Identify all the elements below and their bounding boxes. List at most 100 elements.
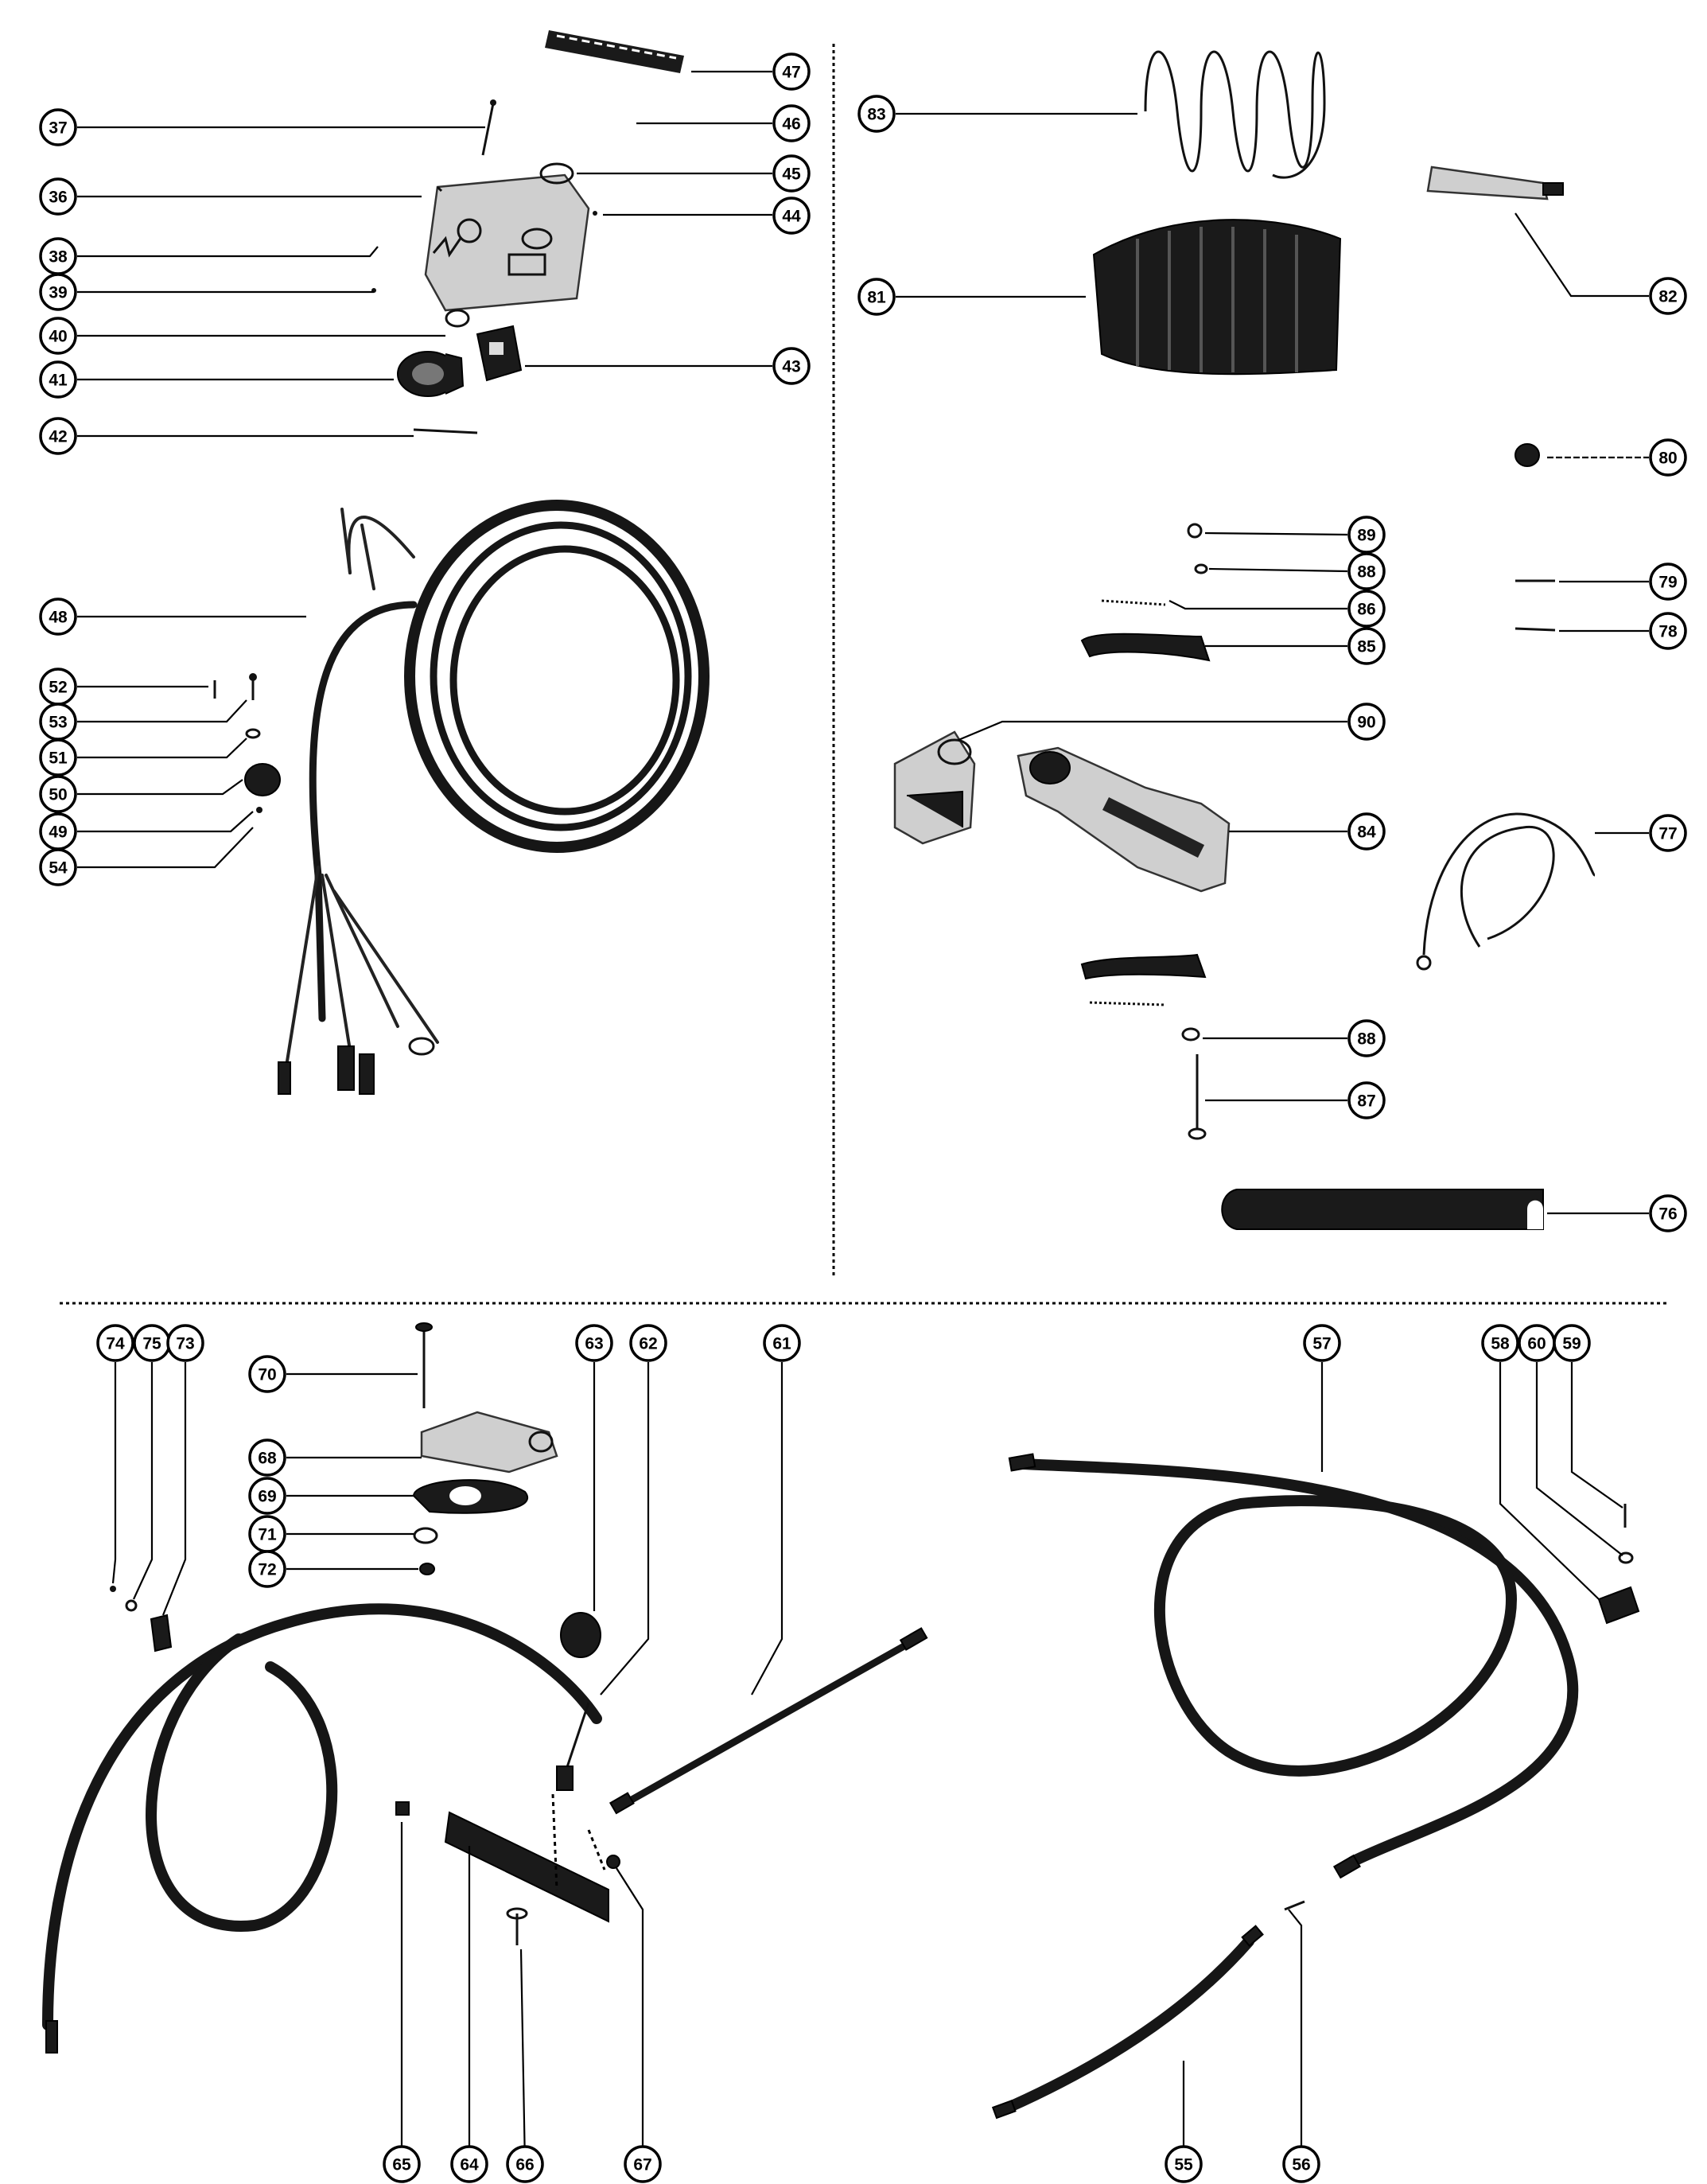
callout-circle bbox=[1481, 1324, 1519, 1362]
callout-circle bbox=[39, 273, 77, 311]
callout-label: 75 bbox=[142, 1335, 161, 1353]
callout-label: 46 bbox=[782, 115, 800, 134]
callout-circle bbox=[624, 2145, 662, 2183]
part-58-clamp bbox=[1597, 1586, 1640, 1625]
callout-circle bbox=[1649, 814, 1687, 852]
callout-48: 48 bbox=[39, 598, 77, 636]
callout-63: 63 bbox=[575, 1324, 613, 1362]
callout-41: 41 bbox=[39, 360, 77, 399]
callout-label: 73 bbox=[176, 1335, 194, 1353]
part-53-screw bbox=[249, 673, 257, 700]
part-56-fitting bbox=[1284, 1900, 1305, 1911]
callout-label: 55 bbox=[1174, 2156, 1193, 2174]
part-86-spring bbox=[1101, 599, 1166, 606]
callout-label: 54 bbox=[49, 859, 68, 878]
part-48-wiring-harness bbox=[278, 500, 710, 1095]
callout-61: 61 bbox=[763, 1324, 801, 1362]
callout-circle bbox=[450, 2145, 488, 2183]
callout-group: 4746374536443839404143424852535150495483… bbox=[39, 53, 1687, 2183]
part-37-screw bbox=[481, 99, 496, 156]
part-42-wire bbox=[413, 428, 478, 434]
callout-label: 36 bbox=[49, 189, 67, 207]
callout-circle bbox=[1649, 277, 1687, 315]
callout-label: 88 bbox=[1357, 563, 1376, 582]
callout-label: 67 bbox=[633, 2156, 651, 2174]
callout-label: 47 bbox=[782, 64, 800, 82]
part-64-block bbox=[444, 1811, 609, 1923]
callout-label: 85 bbox=[1357, 638, 1376, 656]
callout-51: 51 bbox=[39, 738, 77, 777]
callout-36: 36 bbox=[39, 177, 77, 216]
part-51-washer bbox=[245, 728, 261, 739]
callout-circle bbox=[629, 1324, 667, 1362]
callout-label: 68 bbox=[258, 1450, 277, 1468]
part-43-switch bbox=[476, 325, 523, 382]
callout-circle bbox=[1347, 812, 1386, 851]
callout-67: 67 bbox=[624, 2145, 662, 2183]
callout-89: 89 bbox=[1347, 516, 1386, 554]
callout-71: 71 bbox=[248, 1515, 286, 1553]
callout-75: 75 bbox=[133, 1324, 171, 1362]
part-81-bellows bbox=[1092, 219, 1342, 376]
part-74-75-73-small-parts bbox=[110, 1586, 173, 1653]
part-89-nut bbox=[1187, 523, 1203, 539]
callout-73: 73 bbox=[166, 1324, 204, 1362]
callout-circle bbox=[248, 1355, 286, 1393]
callout-label: 57 bbox=[1312, 1335, 1331, 1353]
callout-circle bbox=[1347, 627, 1386, 665]
callout-label: 56 bbox=[1292, 2156, 1310, 2174]
part-71-washer bbox=[413, 1527, 438, 1544]
part-85-lever bbox=[1080, 633, 1211, 662]
callout-circle bbox=[248, 1550, 286, 1588]
callout-label: 84 bbox=[1357, 823, 1376, 842]
callout-87: 87 bbox=[1347, 1081, 1386, 1119]
callout-circle bbox=[1347, 590, 1386, 628]
callout-80: 80 bbox=[1649, 438, 1687, 477]
callout-59: 59 bbox=[1553, 1324, 1591, 1362]
part-77-cable bbox=[1416, 812, 1596, 971]
callout-82: 82 bbox=[1649, 277, 1687, 315]
callout-label: 50 bbox=[49, 786, 67, 804]
part-36-panel bbox=[424, 173, 590, 312]
part-78-pin bbox=[1515, 627, 1556, 632]
part-68-bracket bbox=[420, 1411, 558, 1474]
callout-label: 70 bbox=[258, 1366, 276, 1384]
callout-circle bbox=[1649, 563, 1687, 601]
callout-label: 72 bbox=[258, 1561, 276, 1579]
callout-74: 74 bbox=[96, 1324, 134, 1362]
callout-label: 53 bbox=[49, 714, 67, 732]
callout-label: 78 bbox=[1658, 623, 1678, 641]
callout-66: 66 bbox=[506, 2145, 544, 2183]
part-65-nut bbox=[395, 1801, 410, 1816]
callout-label: 81 bbox=[867, 289, 886, 307]
callout-79: 79 bbox=[1649, 563, 1687, 601]
callout-circle bbox=[1649, 438, 1687, 477]
part-88-washer bbox=[1194, 563, 1208, 574]
part-83-spring bbox=[1144, 50, 1326, 179]
part-66-screw bbox=[506, 1907, 528, 1945]
callout-39: 39 bbox=[39, 273, 77, 311]
callout-69: 69 bbox=[248, 1477, 286, 1515]
callout-circle bbox=[772, 104, 811, 142]
part-40-washer bbox=[445, 309, 470, 328]
callout-label: 37 bbox=[49, 119, 67, 138]
callout-label: 79 bbox=[1658, 574, 1677, 592]
callout-57: 57 bbox=[1303, 1324, 1341, 1362]
part-41-ignition-switch bbox=[397, 351, 465, 397]
callout-label: 60 bbox=[1527, 1335, 1546, 1353]
callout-46: 46 bbox=[772, 104, 811, 142]
callout-label: 66 bbox=[515, 2156, 534, 2174]
part-84-shift-lever bbox=[1017, 746, 1231, 893]
part-90-bracket bbox=[893, 730, 976, 845]
part-49-nut bbox=[256, 807, 262, 813]
callout-circle bbox=[772, 154, 811, 193]
callout-label: 61 bbox=[772, 1335, 791, 1353]
callout-77: 77 bbox=[1649, 814, 1687, 852]
callout-83: 83 bbox=[857, 95, 896, 133]
callout-label: 71 bbox=[258, 1526, 277, 1544]
part-87-bolt bbox=[1188, 1054, 1207, 1140]
callout-52: 52 bbox=[39, 668, 77, 706]
callout-label: 39 bbox=[49, 284, 67, 302]
callout-label: 41 bbox=[49, 372, 68, 390]
callout-43: 43 bbox=[772, 347, 811, 385]
